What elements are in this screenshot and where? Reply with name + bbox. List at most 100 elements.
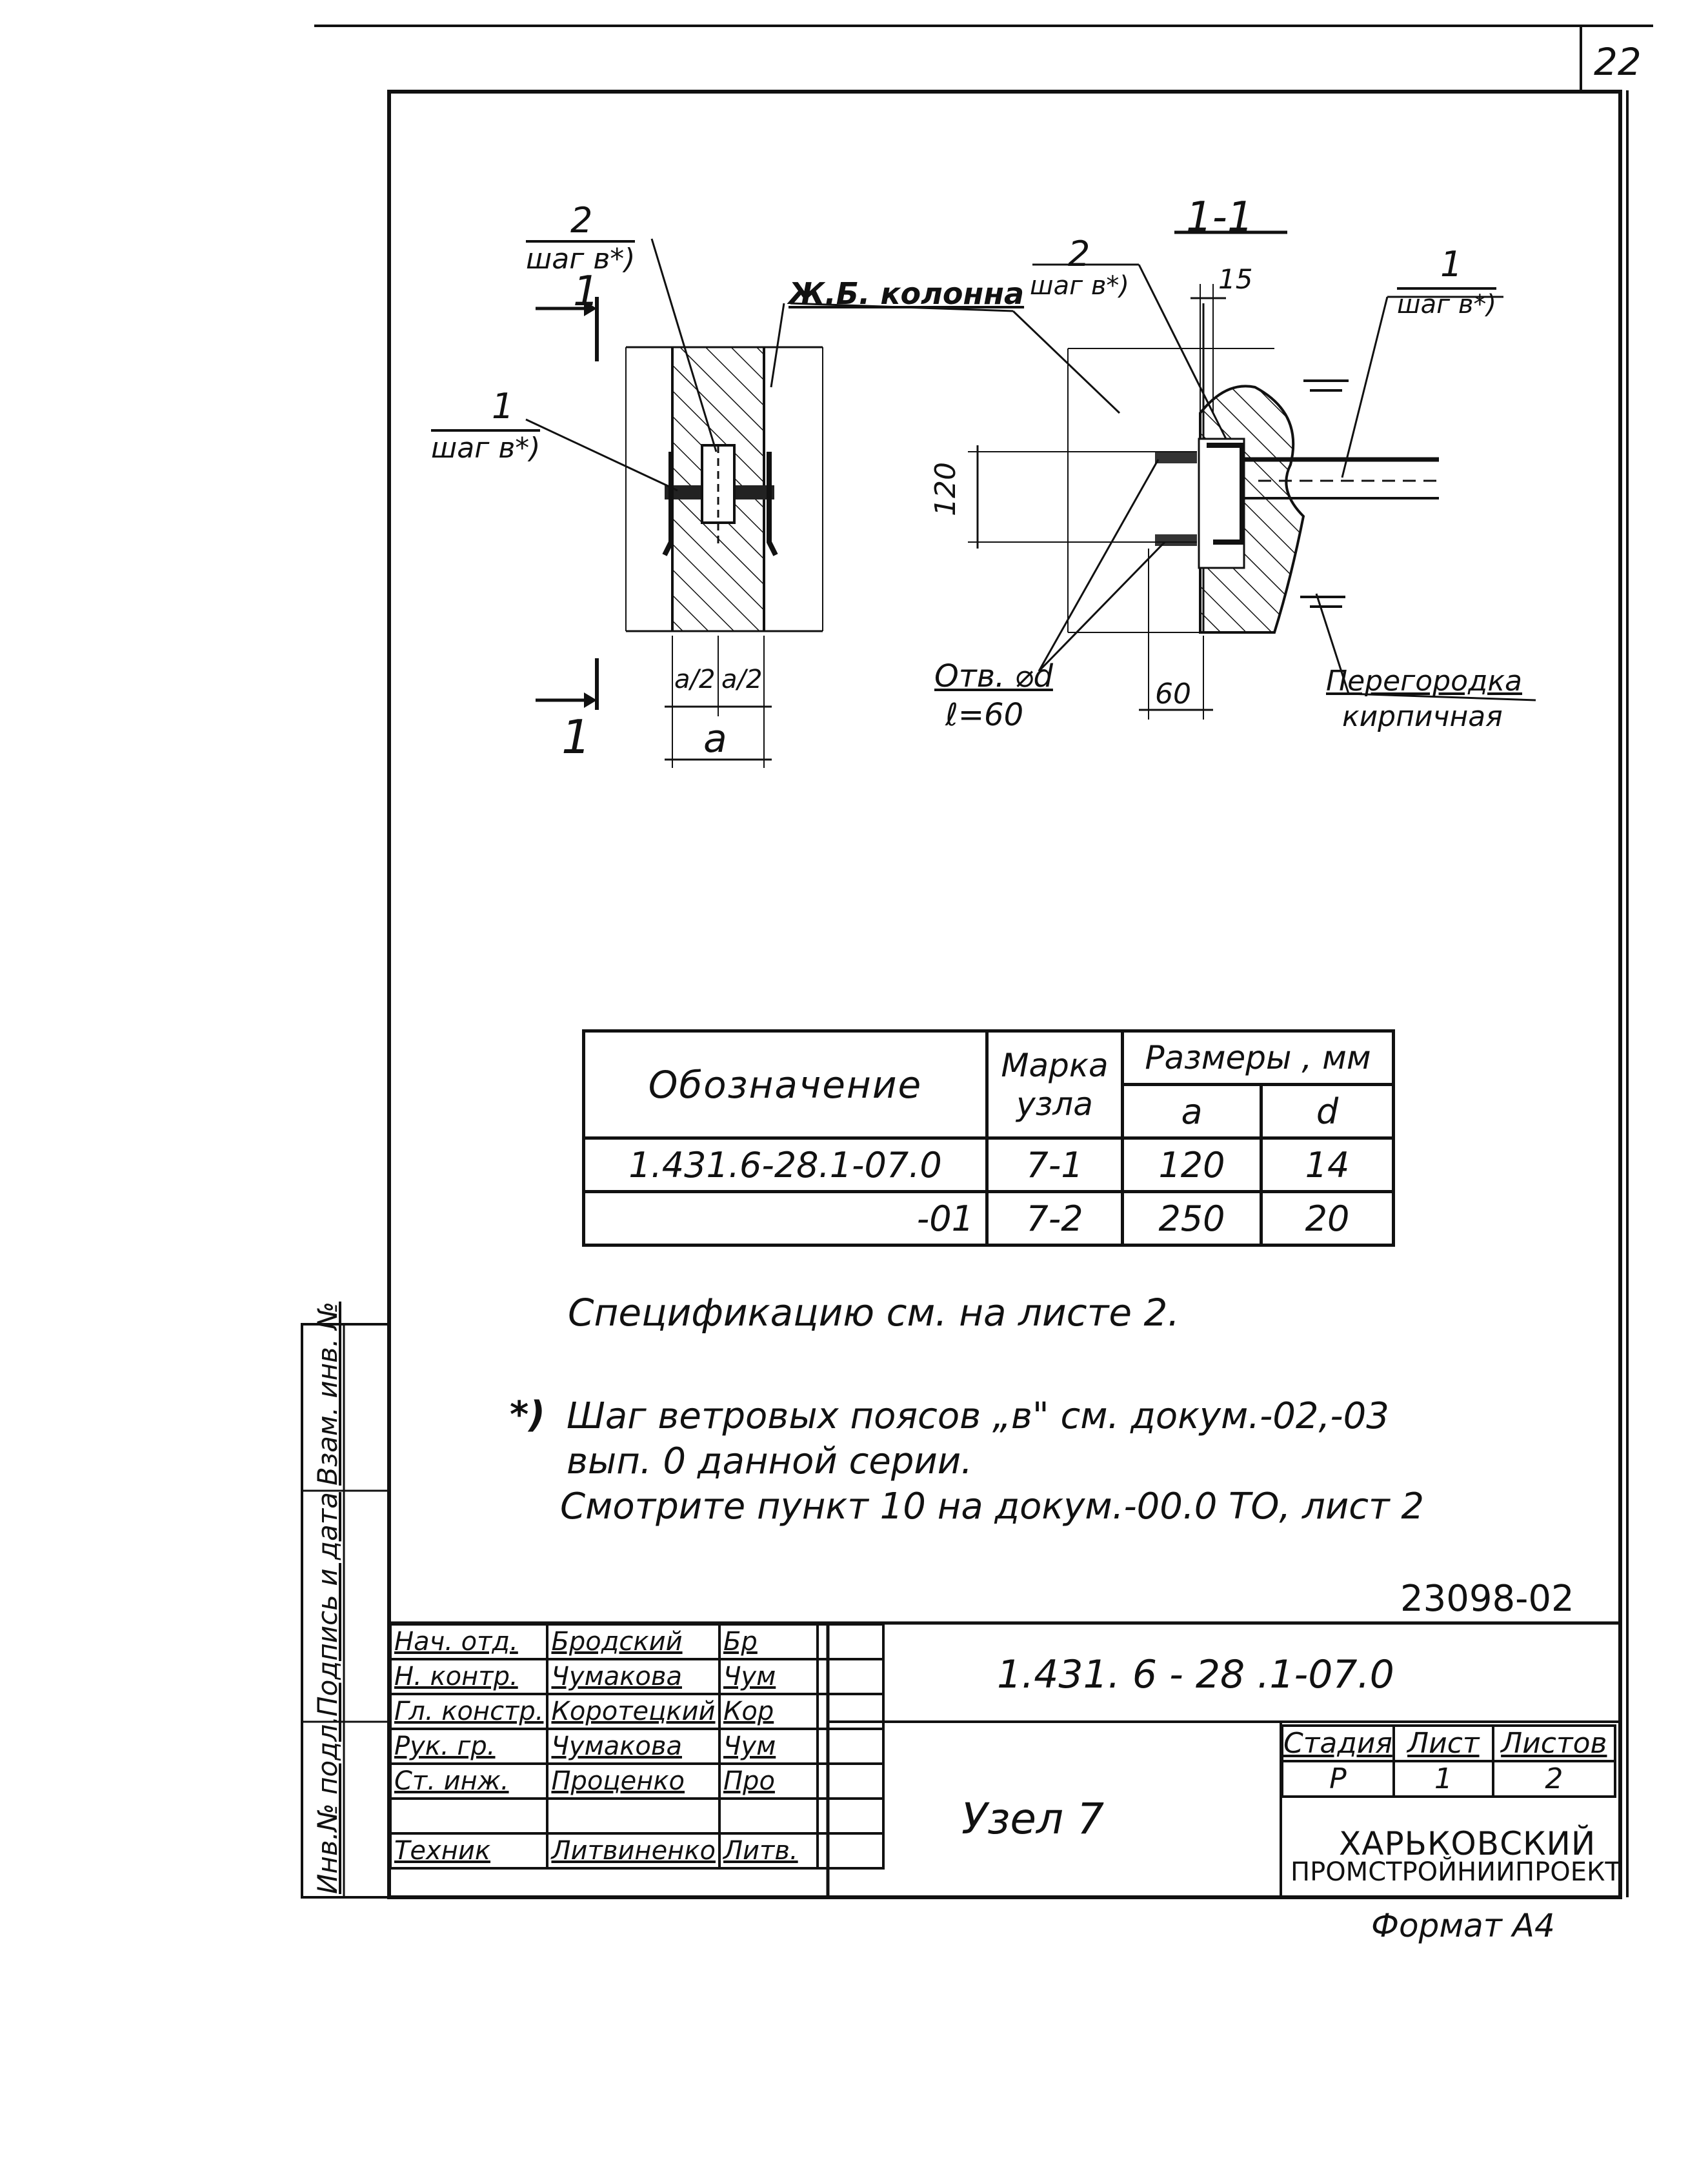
cut-marker-top: 1 xyxy=(573,268,599,316)
side-label-sign-date: Подпись и дата xyxy=(312,1492,343,1717)
signature-mark: Чум xyxy=(718,1728,819,1765)
signature-name: Чумакова xyxy=(546,1728,721,1765)
spec-header-a: a xyxy=(1121,1083,1263,1140)
signature-name: Коротецкий xyxy=(546,1693,721,1730)
signature-name: Литвиненко xyxy=(546,1832,721,1870)
signature-date xyxy=(816,1762,885,1800)
dim-120: 120 xyxy=(929,462,962,516)
dim-half-a-right: a/2 xyxy=(721,665,763,694)
section-title: 1-1 xyxy=(1186,194,1254,241)
footnote-line-1: Шаг ветровых поясов „в" см. докум.-02,-0… xyxy=(567,1395,1389,1437)
signature-role: Ст. инж. xyxy=(388,1762,549,1800)
right-callout-1-number: 1 xyxy=(1440,244,1463,285)
document-designation: 1.431. 6 - 28 .1-07.0 xyxy=(997,1652,1394,1697)
hole-label: Отв. ⌀d xyxy=(934,658,1053,694)
signature-name xyxy=(546,1797,721,1835)
dim-60: 60 xyxy=(1155,678,1191,711)
right-callout-1-step: шаг в*) xyxy=(1397,287,1497,319)
signature-mark: Бр xyxy=(718,1623,819,1660)
table-row: Нач. отд. Бродский Бр xyxy=(388,1623,885,1660)
column-plan-view xyxy=(525,238,1121,768)
footnote-mark: *) xyxy=(510,1394,545,1436)
table-row: Н. контр. Чумакова Чум xyxy=(388,1658,885,1695)
left-callout-2-number: 2 xyxy=(570,200,593,241)
sheet-value: 1 xyxy=(1392,1760,1494,1798)
right-callout-2-number: 2 xyxy=(1068,234,1090,274)
table-row: Рук. гр. Чумакова Чум xyxy=(388,1728,885,1765)
table-row: Гл. констр. Коротецкий Кор xyxy=(388,1693,885,1730)
spec-table: Обозначение Марка узла Размеры , мм a d … xyxy=(582,1029,1395,1247)
sheets-value: 2 xyxy=(1491,1760,1616,1798)
stage-value: Р xyxy=(1281,1760,1395,1798)
spec-header-mark-line2: узла xyxy=(1016,1085,1093,1123)
column-label: Ж.Б. колонна xyxy=(789,276,1025,311)
dim-half-a-left: a/2 xyxy=(674,665,716,694)
signature-date xyxy=(816,1728,885,1765)
footnote-line-3: Смотрите пункт 10 на докум.-00.0 ТО, лис… xyxy=(560,1486,1425,1528)
signature-mark: Литв. xyxy=(718,1832,819,1870)
section-1-1-view xyxy=(968,230,1536,720)
signature-role: Техник xyxy=(388,1832,549,1870)
signature-role: Нач. отд. xyxy=(388,1623,549,1660)
stage-label: Стадия xyxy=(1281,1724,1395,1762)
signature-table: Нач. отд. Бродский Бр Н. контр. Чумакова… xyxy=(388,1623,885,1870)
organization-name-2: Промстройниипроект xyxy=(1291,1857,1621,1887)
cut-marker-bottom: 1 xyxy=(561,710,591,764)
spec-header-sizes: Размеры , мм xyxy=(1121,1029,1395,1086)
partition-label-1: Перегородка xyxy=(1326,665,1523,698)
partition-label-2: кирпичная xyxy=(1342,700,1503,733)
signature-mark xyxy=(718,1797,819,1835)
footnote-line-2: вып. 0 данной серии. xyxy=(567,1440,972,1482)
spec-cell-mark: 7-1 xyxy=(985,1136,1124,1193)
left-callout-1-number: 1 xyxy=(492,386,514,427)
signature-name: Чумакова xyxy=(546,1658,721,1695)
left-callout-2-step: шаг в*) xyxy=(526,240,636,276)
spec-cell-d: 20 xyxy=(1260,1190,1395,1247)
table-row xyxy=(388,1797,885,1835)
table-row: Ст. инж. Проценко Про xyxy=(388,1762,885,1800)
table-row: Техник Литвиненко Литв. xyxy=(388,1832,885,1870)
spec-header-designation: Обозначение xyxy=(582,1029,989,1140)
right-callout-2-step: шаг в*) xyxy=(1030,271,1130,301)
organization-name-1: Харьковский xyxy=(1339,1825,1596,1862)
spec-reference-note: Спецификацию см. на листе 2. xyxy=(568,1291,1180,1335)
signature-date xyxy=(816,1658,885,1695)
signature-mark: Про xyxy=(718,1762,819,1800)
spec-header-mark: Марка узла xyxy=(985,1029,1124,1140)
spec-header-d: d xyxy=(1260,1083,1395,1140)
spec-cell-d: 14 xyxy=(1260,1136,1395,1193)
dim-a: a xyxy=(703,716,727,761)
signature-date xyxy=(816,1832,885,1870)
stage-table: Стадия Лист Листов Р 1 2 xyxy=(1281,1724,1616,1798)
spec-cell-designation: -01 xyxy=(582,1190,989,1247)
signature-role: Н. контр. xyxy=(388,1658,549,1695)
signature-name: Проценко xyxy=(546,1762,721,1800)
signature-mark: Чум xyxy=(718,1658,819,1695)
signature-date xyxy=(816,1797,885,1835)
table-row: 1.431.6-28.1-07.0 7-1 120 14 xyxy=(582,1136,1395,1193)
sheet-number: 22 xyxy=(1594,40,1642,84)
side-label-replace-inv: Взам. инв. № xyxy=(312,1301,343,1486)
signature-mark: Кор xyxy=(718,1693,819,1730)
drawing-title: Узел 7 xyxy=(961,1794,1105,1844)
dim-15: 15 xyxy=(1218,263,1253,295)
signature-role xyxy=(388,1797,549,1835)
signature-role: Рук. гр. xyxy=(388,1728,549,1765)
signature-date xyxy=(816,1623,885,1660)
archive-number: 23098-02 xyxy=(1400,1578,1574,1620)
signature-name: Бродский xyxy=(546,1623,721,1660)
sheets-label: Листов xyxy=(1491,1724,1616,1762)
left-callout-1-step: шаг в*) xyxy=(431,429,541,465)
signature-role: Гл. констр. xyxy=(388,1693,549,1730)
signature-date xyxy=(816,1693,885,1730)
spec-cell-a: 250 xyxy=(1121,1190,1263,1247)
side-label-inv-orig: Инв.№ подл. xyxy=(312,1715,343,1894)
spec-cell-designation: 1.431.6-28.1-07.0 xyxy=(582,1136,989,1193)
format-label: Формат А4 xyxy=(1371,1907,1555,1944)
hole-length: ℓ=60 xyxy=(945,697,1024,733)
spec-header-mark-line1: Марка xyxy=(1001,1046,1109,1084)
table-row: -01 7-2 250 20 xyxy=(582,1190,1395,1247)
spec-cell-mark: 7-2 xyxy=(985,1190,1124,1247)
spec-cell-a: 120 xyxy=(1121,1136,1263,1193)
